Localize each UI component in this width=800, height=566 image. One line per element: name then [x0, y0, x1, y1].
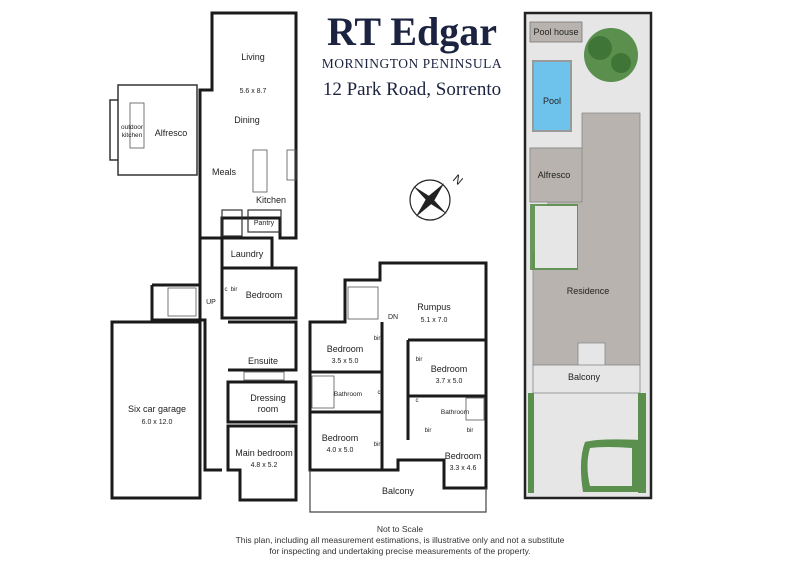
- ground-dressing-label-2: room: [258, 404, 279, 414]
- disclaimer-line-1: Not to Scale: [376, 524, 424, 534]
- ground-pantry-label: Pantry: [254, 220, 275, 227]
- first-bedroom-b-dim: 3.7 x 5.0: [436, 378, 463, 385]
- site-residence-label: Residence: [567, 286, 610, 296]
- first-rumpus-dim: 5.1 x 7.0: [421, 317, 448, 324]
- first-rumpus-label: Rumpus: [417, 302, 451, 312]
- first-bedroom-b-label: Bedroom: [431, 364, 468, 374]
- first-bedroom-c-label: Bedroom: [322, 433, 359, 443]
- brand-address: 12 Park Road, Sorrento: [323, 79, 501, 100]
- ground-up-label: UP: [206, 299, 216, 306]
- first-dn-label: DN: [388, 314, 398, 321]
- first-bir-label-4: bir: [425, 428, 432, 434]
- ground-living-label: Living: [241, 52, 265, 62]
- first-bathroom-label-1: Bathroom: [334, 391, 362, 398]
- brand-subtitle: MORNINGTON PENINSULA: [322, 56, 502, 71]
- ground-laundry-label: Laundry: [231, 249, 264, 259]
- disclaimer-line-2: This plan, including all measurement est…: [235, 535, 565, 545]
- ground-dressing-label-1: Dressing: [250, 393, 286, 403]
- first-bedroom-d-dim: 3.3 x 4.6: [450, 465, 477, 472]
- ground-main-bedroom-dim: 4.8 x 5.2: [251, 462, 278, 469]
- ground-outdoor-kitchen-1: outdoor: [121, 124, 144, 131]
- ground-ensuite-label: Ensuite: [248, 356, 278, 366]
- ground-living-dim: 5.6 x 8.7: [240, 88, 267, 95]
- site-balcony-label: Balcony: [568, 372, 601, 382]
- ground-outdoor-kitchen-2: kitchen: [122, 132, 143, 139]
- first-floor-plan: Rumpus 5.1 x 7.0 DN Bedroom 3.5 x 5.0 Be…: [308, 261, 488, 513]
- site-pool-house-label: Pool house: [533, 27, 578, 37]
- first-bedroom-a-dim: 3.5 x 5.0: [332, 358, 359, 365]
- first-bedroom-c-dim: 4.0 x 5.0: [327, 447, 354, 454]
- ground-bir-label: bir: [231, 287, 238, 293]
- ground-meals-label: Meals: [212, 167, 237, 177]
- ground-c-label: c: [225, 287, 228, 293]
- ground-alfresco-label: Alfresco: [155, 128, 188, 138]
- first-balcony-label: Balcony: [382, 486, 415, 496]
- svg-text:N: N: [450, 172, 466, 188]
- site-pool-label: Pool: [543, 96, 561, 106]
- disclaimer-line-3: for inspecting and undertaking precise m…: [269, 546, 531, 556]
- site-alfresco-label: Alfresco: [538, 170, 571, 180]
- first-bir-label-5: bir: [467, 428, 474, 434]
- first-bathroom-label-2: Bathroom: [441, 409, 469, 416]
- branding: RT Edgar MORNINGTON PENINSULA 12 Park Ro…: [322, 9, 502, 100]
- compass-icon: N: [409, 172, 466, 221]
- ground-dining-label: Dining: [234, 115, 260, 125]
- first-bedroom-a-label: Bedroom: [327, 344, 364, 354]
- ground-garage-dim: 6.0 x 12.0: [142, 419, 173, 426]
- ground-kitchen-label: Kitchen: [256, 195, 286, 205]
- first-bedroom-d-label: Bedroom: [445, 451, 482, 461]
- site-plan: Pool house Pool Alfresco Residence Balco…: [523, 11, 653, 500]
- first-bir-label-1: bir: [374, 336, 381, 342]
- ground-garage-label: Six car garage: [128, 404, 186, 414]
- first-c-label-2: c: [416, 398, 419, 404]
- ground-main-bedroom-label: Main bedroom: [235, 448, 293, 458]
- brand-title: RT Edgar: [327, 9, 497, 54]
- ground-floor-plan: Living 5.6 x 8.7 Dining Meals Kitchen Pa…: [109, 11, 298, 502]
- disclaimer: Not to Scale This plan, including all me…: [0, 524, 800, 557]
- first-bir-label-3: bir: [374, 442, 381, 448]
- ground-bedroom-label: Bedroom: [246, 290, 283, 300]
- first-c-label-1: c: [378, 390, 381, 396]
- first-bir-label-2: bir: [416, 357, 423, 363]
